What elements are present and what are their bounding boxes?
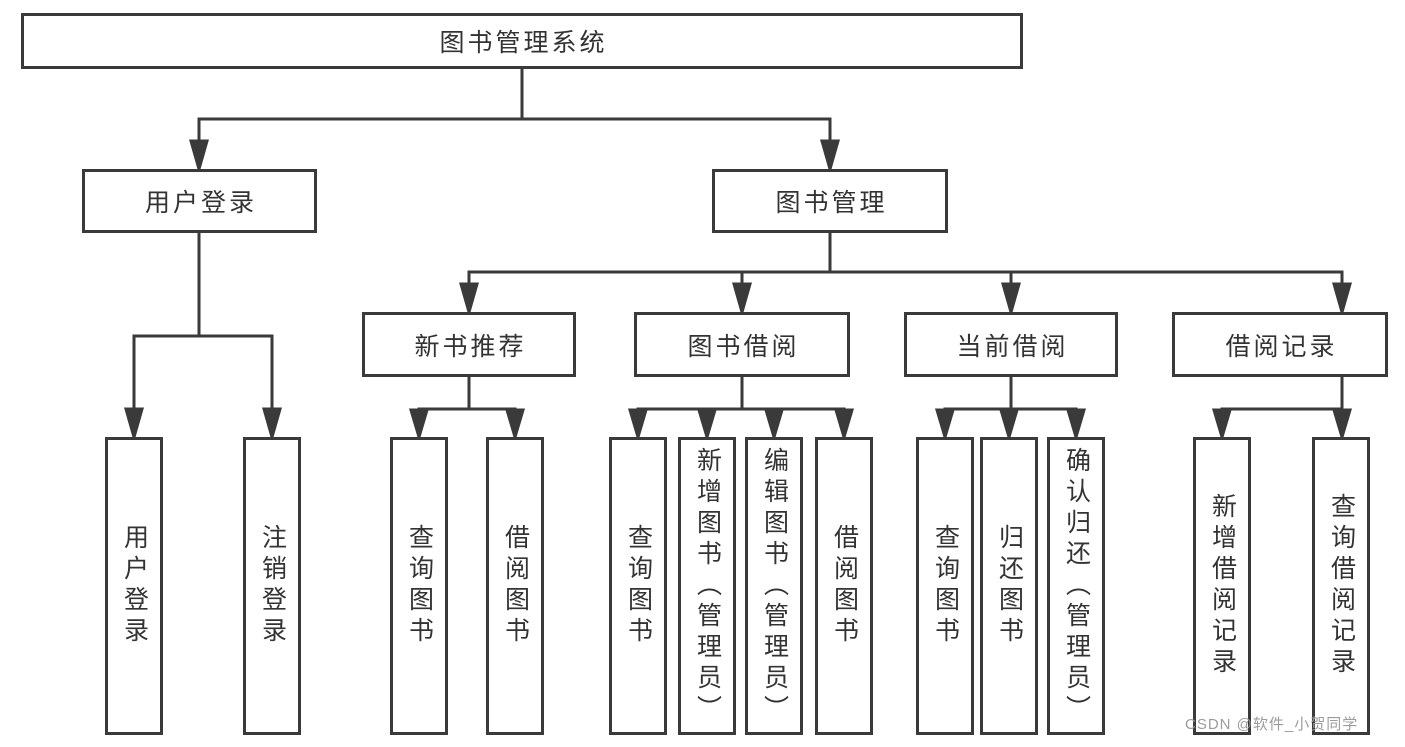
node-label: 确认归还（管理员） bbox=[1062, 446, 1091, 726]
node-borrow-records: 借阅记录 bbox=[1172, 312, 1388, 377]
connectors-borrow-records-branch bbox=[1211, 375, 1353, 443]
node-label: 查询图书 bbox=[931, 524, 960, 648]
node-book-borrow: 图书借阅 bbox=[634, 312, 850, 377]
node-label: 图书管理系统 bbox=[439, 29, 608, 57]
node-label: 编辑图书（管理员） bbox=[760, 446, 789, 726]
connectors-root-to-level2 bbox=[189, 67, 840, 175]
leaf-current-return-books: 归还图书 bbox=[980, 437, 1038, 735]
node-label: 归还图书 bbox=[995, 524, 1024, 648]
leaf-records-add-record: 新增借阅记录 bbox=[1193, 437, 1251, 735]
leaf-records-query-record: 查询借阅记录 bbox=[1312, 437, 1370, 735]
node-label: 借阅记录 bbox=[1225, 332, 1338, 361]
node-current-borrow: 当前借阅 bbox=[904, 312, 1118, 377]
leaf-borrow-edit-books-admin: 编辑图书（管理员） bbox=[745, 437, 803, 735]
node-book-management: 图书管理 bbox=[712, 169, 948, 233]
node-label: 图书借阅 bbox=[687, 332, 800, 361]
node-label: 借阅图书 bbox=[501, 524, 530, 648]
leaf-borrow-borrow-books: 借阅图书 bbox=[815, 437, 873, 735]
node-library-management-system: 图书管理系统 bbox=[21, 13, 1023, 69]
connectors-new-book-branch bbox=[408, 375, 526, 443]
leaf-borrow-add-books-admin: 新增图书（管理员） bbox=[678, 437, 736, 735]
node-label: 新增图书（管理员） bbox=[693, 446, 722, 726]
node-label: 注销登录 bbox=[258, 524, 287, 648]
node-user-login: 用户登录 bbox=[82, 169, 317, 233]
leaf-user-login: 用户登录 bbox=[105, 437, 163, 735]
node-label: 查询借阅记录 bbox=[1327, 493, 1356, 679]
node-label: 查询图书 bbox=[405, 524, 434, 648]
leaf-current-query-books: 查询图书 bbox=[916, 437, 974, 735]
node-label: 新增借阅记录 bbox=[1208, 493, 1237, 679]
node-new-book-recommend: 新书推荐 bbox=[362, 312, 576, 377]
connectors-book-borrow-branch bbox=[627, 375, 855, 443]
leaf-borrow-query-books: 查询图书 bbox=[609, 437, 667, 735]
connectors-book-management-branch bbox=[459, 231, 1352, 318]
leaf-current-confirm-return-admin: 确认归还（管理员） bbox=[1047, 437, 1105, 735]
node-label: 用户登录 bbox=[120, 524, 149, 648]
node-label: 查询图书 bbox=[624, 524, 653, 648]
node-label: 图书管理 bbox=[775, 189, 888, 217]
node-label: 新书推荐 bbox=[414, 332, 527, 361]
csdn-watermark: CSDN @软件_小贺同学 bbox=[1185, 716, 1359, 733]
leaf-recommend-borrow-books: 借阅图书 bbox=[486, 437, 544, 735]
leaf-logout: 注销登录 bbox=[243, 437, 301, 735]
node-label: 当前借阅 bbox=[956, 332, 1069, 361]
node-label: 借阅图书 bbox=[830, 524, 859, 648]
connectors-current-borrow-branch bbox=[934, 375, 1087, 443]
node-label: 用户登录 bbox=[144, 189, 257, 217]
leaf-recommend-query-books: 查询图书 bbox=[390, 437, 448, 735]
connectors-user-login-branch bbox=[124, 231, 282, 443]
